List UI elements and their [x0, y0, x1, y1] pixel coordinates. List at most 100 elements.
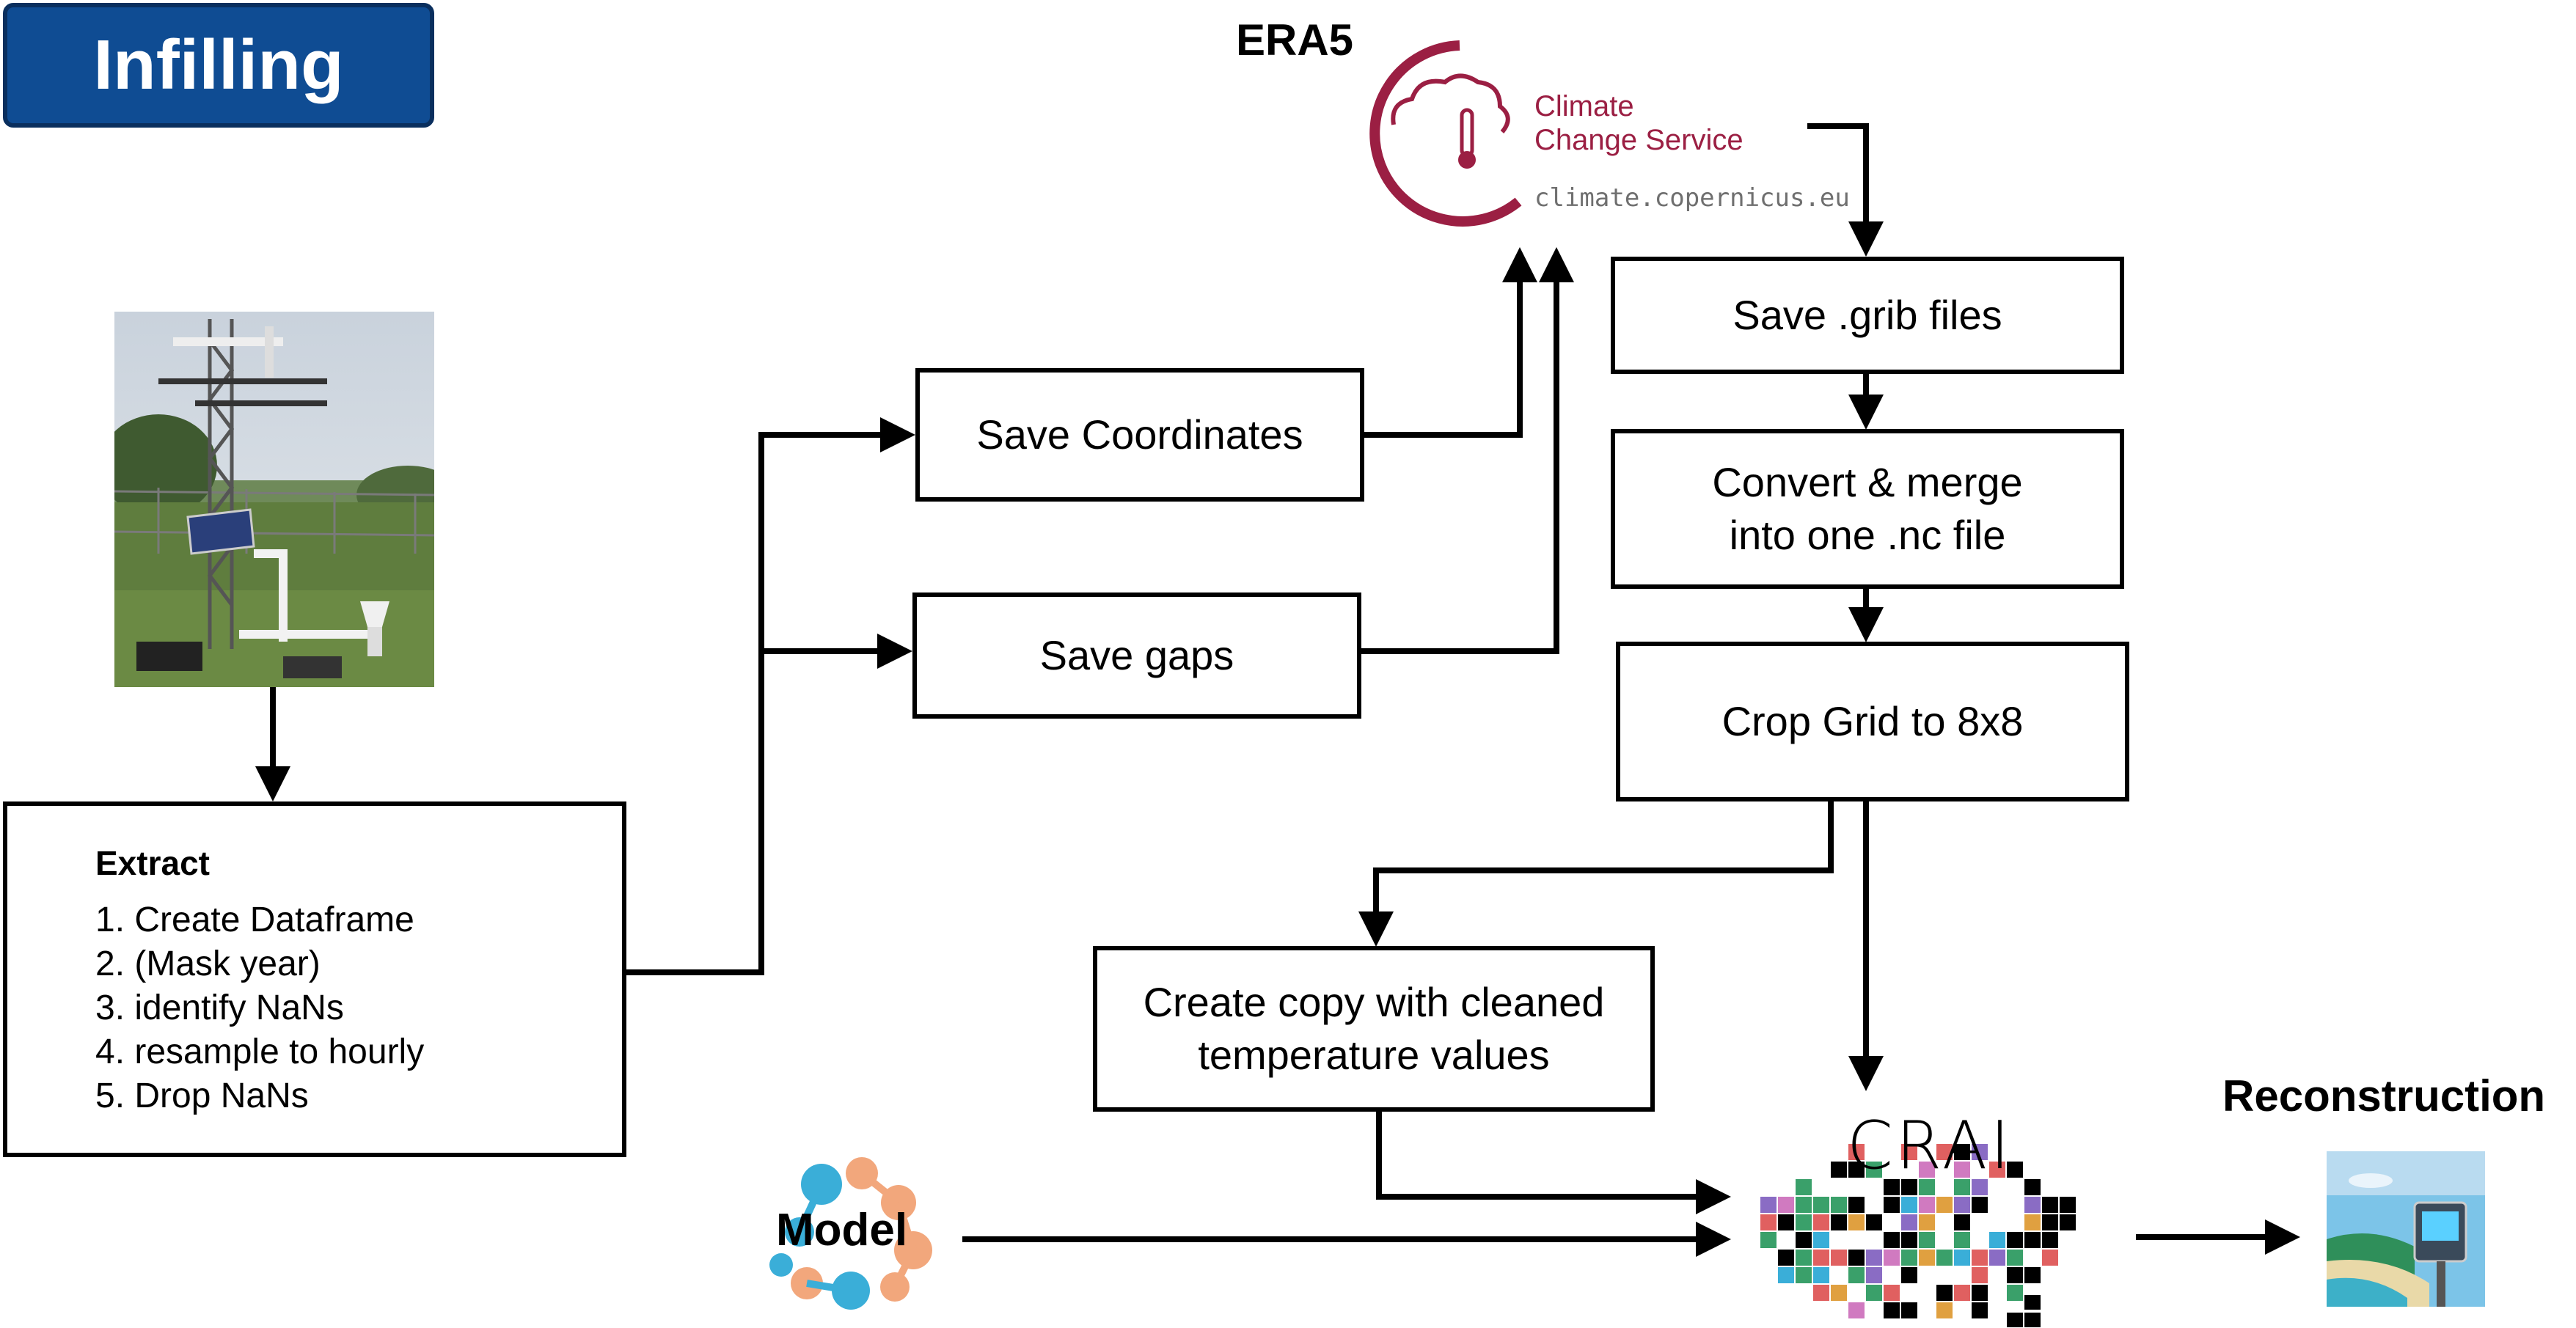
infilling-badge: Infilling	[3, 3, 434, 128]
extract-step: 2. (Mask year)	[95, 944, 321, 983]
crai-pixel	[2042, 1232, 2058, 1248]
crai-pixel	[1884, 1232, 1900, 1248]
arrow-crop-to-copy	[1358, 801, 1834, 947]
extract-step: 5. Drop NaNs	[95, 1076, 309, 1115]
crai-pixel	[2060, 1214, 2076, 1230]
crai-pixel	[1936, 1250, 1953, 1266]
crai-pixel	[1866, 1267, 1882, 1283]
crai-pixel	[2007, 1232, 2023, 1248]
crai-pixel	[1884, 1302, 1900, 1318]
crai-pixel	[1972, 1232, 1988, 1248]
infilling-title: Infilling	[93, 26, 344, 104]
crai-pixel	[1760, 1232, 1777, 1248]
extract-steps: 1. Create Dataframe 2. (Mask year) 3. id…	[95, 898, 424, 1118]
model-label: Model	[776, 1205, 908, 1255]
crai-pixel	[1884, 1285, 1900, 1301]
copernicus-arc	[1369, 40, 1522, 227]
crai-pixel	[1936, 1267, 1953, 1283]
save-coordinates-label: Save Coordinates	[976, 411, 1303, 458]
crai-pixel	[1954, 1285, 1970, 1301]
crai-pixel	[2024, 1197, 2041, 1213]
crai-pixel	[2060, 1197, 2076, 1213]
crai-pixel	[1848, 1267, 1865, 1283]
extract-title: Extract	[95, 844, 210, 882]
crai-pixel	[1936, 1285, 1953, 1301]
save-coordinates-box: Save Coordinates	[915, 368, 1364, 502]
crai-pixel	[1796, 1214, 1812, 1230]
crai-pixel	[1919, 1250, 1935, 1266]
crai-pixel	[1884, 1197, 1900, 1213]
extract-step: 4. resample to hourly	[95, 1032, 425, 1071]
crai-pixel	[2024, 1232, 2041, 1248]
crai-pixel	[1778, 1197, 1794, 1213]
crai-pixel	[1884, 1250, 1900, 1266]
extract-box: Extract 1. Create Dataframe 2. (Mask yea…	[3, 801, 626, 1157]
crai-pixel	[1972, 1267, 1988, 1283]
crai-pixel	[1972, 1302, 1988, 1318]
crai-pixel	[1972, 1197, 1988, 1213]
arrow-gaps-to-era5	[1361, 247, 1574, 654]
crai-pixel	[1901, 1250, 1917, 1266]
crai-pixel	[1972, 1285, 1988, 1301]
convert-merge-box: Convert & merge into one .nc file	[1611, 429, 2124, 589]
crai-pixel	[1796, 1250, 1812, 1266]
weather-station-photo	[114, 312, 434, 687]
crai-pixel	[1901, 1214, 1917, 1230]
crai-pixel	[1778, 1214, 1794, 1230]
crai-pixel	[2007, 1285, 2023, 1301]
weather-station-image	[114, 312, 434, 687]
crai-pixel	[2042, 1214, 2058, 1230]
extract-step: 1. Create Dataframe	[95, 900, 414, 939]
crai-pixel	[1831, 1250, 1847, 1266]
crai-pixel	[2024, 1313, 2041, 1327]
convert-merge-line1: Convert & merge	[1712, 459, 2023, 505]
crai-label: CRAI	[1847, 1107, 2013, 1184]
save-grib-label: Save .grib files	[1732, 292, 2002, 338]
crai-pixel	[1813, 1267, 1829, 1283]
convert-merge-line2: into one .nc file	[1729, 512, 2006, 558]
crai-pixel	[1813, 1232, 1829, 1248]
save-grib-box: Save .grib files	[1611, 257, 2124, 374]
crai-pixel	[2007, 1313, 2023, 1327]
crai-pixel	[2042, 1267, 2058, 1283]
extract-step: 3. identify NaNs	[95, 988, 344, 1027]
crop-grid-box: Crop Grid to 8x8	[1616, 642, 2129, 801]
crai-pixel	[1989, 1197, 2005, 1213]
crai-pixel	[1954, 1232, 1970, 1248]
crai-pixel	[1866, 1285, 1882, 1301]
crai-pixel	[2042, 1197, 2058, 1213]
climate-service-line1: Climate	[1534, 90, 1634, 122]
era5-label: ERA5	[1236, 15, 1354, 65]
reconstruction-label: Reconstruction	[2222, 1071, 2546, 1120]
crai-pixel	[1813, 1197, 1829, 1213]
crai-pixel	[1901, 1197, 1917, 1213]
crai-pixel	[1831, 1214, 1847, 1230]
crai-pixel	[1796, 1267, 1812, 1283]
crai-pixel	[1778, 1267, 1794, 1283]
crai-pixel	[1954, 1214, 1970, 1230]
crai-pixel	[1936, 1197, 1953, 1213]
crai-pixel	[1954, 1197, 1970, 1213]
crai-pixel	[1778, 1250, 1794, 1266]
reconstruction-image	[2327, 1151, 2485, 1307]
clean-copy-box: Create copy with cleaned temperature val…	[1093, 946, 1655, 1112]
climate-service-text: Climate Change Service	[1534, 89, 1743, 157]
crai-pixel	[1866, 1214, 1882, 1230]
crai-pixel	[1848, 1302, 1865, 1318]
crai-pixel	[1901, 1267, 1917, 1283]
crai-pixel	[1813, 1250, 1829, 1266]
crai-pixel	[2024, 1267, 2041, 1283]
reconstruction-picture	[2327, 1151, 2485, 1307]
crai-pixel	[2007, 1267, 2023, 1283]
crai-pixel	[1901, 1302, 1917, 1318]
crai-pixel	[1972, 1250, 1988, 1266]
crai-pixel	[1848, 1250, 1865, 1266]
crai-pixel	[2024, 1295, 2041, 1310]
clean-copy-line1: Create copy with cleaned	[1143, 979, 1605, 1025]
crai-pixel	[1813, 1285, 1829, 1301]
crai-pixel	[2042, 1250, 2058, 1266]
arrow-coordinates-to-era5	[1364, 247, 1537, 438]
arrow-copy-to-crai	[1376, 1112, 1731, 1214]
crai-pixel	[1831, 1285, 1847, 1301]
crai-pixel	[1989, 1250, 2005, 1266]
